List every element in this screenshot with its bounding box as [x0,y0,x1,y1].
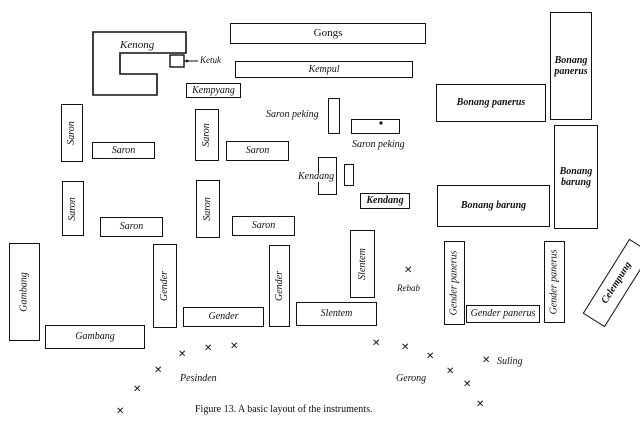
gender-panerus-label: Gender panerus [448,250,460,316]
saron-label: Saron [111,144,136,156]
slentem-horizontal-box: Slentem [296,302,377,326]
kendang-small-box [344,164,354,186]
saron-label: Saron [67,196,78,221]
gerong-label: Gerong [396,373,427,384]
gerong-marker: ✕ [401,342,410,353]
saron-label: Saron [202,197,213,221]
bonang-barung-horizontal-label: Bonang barung [460,200,527,211]
gender-panerus-vertical-box-2: Gender panerus [544,241,565,323]
pesinden-marker: ✕ [154,365,163,376]
gender-panerus-vertical-box-1: Gender panerus [444,241,465,325]
suling-marker: ✕ [482,355,491,366]
gender-vertical-box-2: Gender [269,245,290,327]
saron-peking-vertical-box [328,98,340,134]
suling-label: Suling [497,356,523,367]
gender-panerus-label: Gender panerus [470,308,536,319]
saron-label: Saron [251,220,276,231]
slentem-vertical-box: Slentem [350,230,375,298]
kempyang-box: Kempyang [186,83,241,98]
bonang-barung-vertical-box: Bonang barung [554,125,598,229]
bonang-panerus-vertical-box: Bonang panerus [550,12,592,120]
saron-vertical-box-3: Saron [62,181,84,236]
gender-label: Gender [208,311,239,322]
rebab-label: Rebab [397,283,420,293]
gongs-label: Gongs [313,27,343,39]
gender-label: Gender [159,271,170,301]
ketuk-box [169,54,185,68]
saron-horizontal-box-1: Saron [92,142,155,159]
saron-label: Saron [245,145,270,156]
kenong-label: Kenong [120,39,155,51]
saron-peking-label-right: Saron peking [352,139,405,150]
gambang-label: Gambang [18,272,30,312]
saron-label: Saron [66,121,77,145]
gerong-marker: ✕ [372,338,381,349]
pesinden-marker: ✕ [116,406,125,417]
saron-label: Saron [201,123,212,147]
kenong-outline [92,31,187,96]
bonang-barung-vertical-label: Bonang barung [559,165,593,189]
saron-peking-label-left: Saron peking [266,109,319,120]
bonang-panerus-horizontal-box: Bonang panerus [436,84,546,122]
ketuk-label: Ketuk [200,55,221,65]
gerong-marker: ✕ [426,351,435,362]
saron-horizontal-box-3: Saron [100,217,163,237]
pesinden-marker: ✕ [204,343,213,354]
bonang-barung-horizontal-box: Bonang barung [437,185,550,227]
saron-horizontal-box-4: Saron [232,216,295,236]
saron-label: Saron [119,221,144,232]
slentem-label: Slentem [320,308,353,319]
saron-vertical-box-2: Saron [195,109,219,161]
rebab-marker: ✕ [404,265,413,276]
pesinden-label: Pesinden [180,373,217,384]
gender-vertical-box-1: Gender [153,244,177,328]
kempul-label: Kempul [308,63,340,75]
gender-panerus-label: Gender panerus [548,249,560,315]
gerong-marker: ✕ [446,366,455,377]
gambang-vertical-box: Gambang [9,243,40,341]
gerong-marker: ✕ [476,399,485,410]
kempul-box: Kempul [235,61,413,78]
saron-vertical-box-1: Saron [61,104,83,162]
gerong-marker: ✕ [463,379,472,390]
slentem-label: Slentem [356,248,368,280]
gender-horizontal-box: Gender [183,307,264,327]
kempyang-label: Kempyang [192,84,235,96]
saron-horizontal-box-2: Saron [226,141,289,161]
saron-peking-dot [379,121,383,125]
pesinden-marker: ✕ [230,341,239,352]
kendang-box: Kendang [360,193,410,209]
gender-label: Gender [273,271,285,301]
saron-peking-horizontal-box [351,119,400,134]
gambang-horizontal-box: Gambang [45,325,145,349]
pesinden-marker: ✕ [178,349,187,360]
kendang-box-label: Kendang [366,195,404,206]
bonang-panerus-vertical-label: Bonang panerus [554,54,588,78]
gender-panerus-horizontal-box: Gender panerus [466,305,540,323]
kendang-label: Kendang [298,171,335,182]
gambang-label: Gambang [75,331,115,342]
bonang-panerus-horizontal-label: Bonang panerus [456,97,526,108]
figure-caption: Figure 13. A basic layout of the instrum… [195,404,373,415]
saron-vertical-box-4: Saron [196,180,220,238]
ketuk-dot [185,59,189,63]
gongs-box: Gongs [230,23,426,44]
pesinden-marker: ✕ [133,384,142,395]
